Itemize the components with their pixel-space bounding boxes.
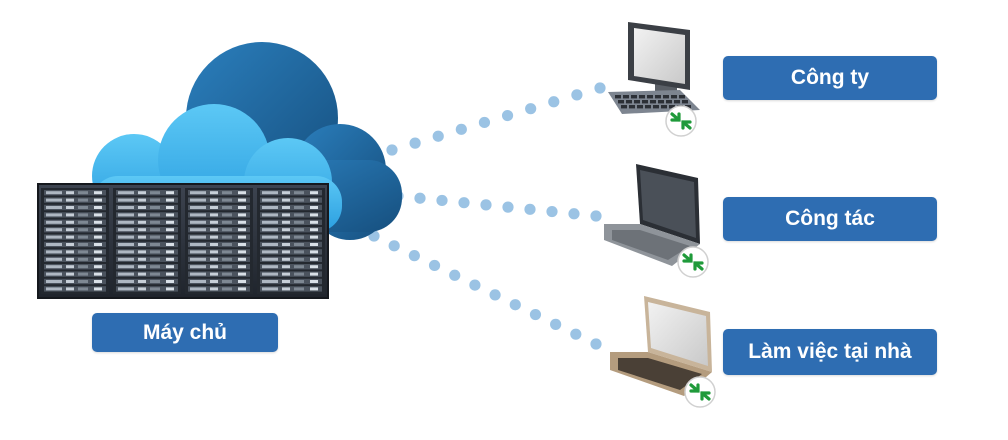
connection-dot [548,96,560,108]
connection-dot [388,240,400,252]
desktop-computer-icon [608,22,700,114]
connection-dot [590,338,602,350]
connection-dot [525,103,537,115]
laptop-icon [604,164,700,266]
connection-dot [478,116,491,129]
connection-dot [594,82,606,94]
server-rack-icon [37,183,329,299]
connection-dot [546,205,558,218]
destination-label-company: Công ty [723,56,937,100]
connection-dot [568,208,580,220]
destination-label-business-trip: Công tác [723,197,937,241]
connection-dot [550,318,562,330]
connection-dot [408,250,420,262]
connection-dot [386,144,398,156]
connection-dot [480,199,492,211]
connection-dot [436,194,448,207]
connection-dot [529,308,542,321]
connection-dot [449,269,461,281]
connection-dot [489,289,501,301]
connection-dot [432,130,444,142]
destination-label-home: Làm việc tại nhà [723,329,937,375]
connection-dot [469,279,481,291]
connection-dot [570,328,582,340]
server-label: Máy chủ [92,313,278,352]
connection-dots [368,82,606,350]
connection-dot [458,197,470,209]
connection-dot [409,137,421,149]
connection-dot [509,299,521,311]
connection-dot [428,259,441,272]
connection-dot [414,192,426,204]
connection-dot [571,89,583,101]
remote-desktop-badge-icon [684,376,716,408]
connection-dot [455,123,467,135]
connection-dot [501,109,514,122]
connection-dot [590,210,602,222]
connection-dot [502,201,514,213]
remote-desktop-badge-icon [665,105,697,137]
remote-desktop-badge-icon [677,246,709,278]
connection-dot [524,203,536,215]
